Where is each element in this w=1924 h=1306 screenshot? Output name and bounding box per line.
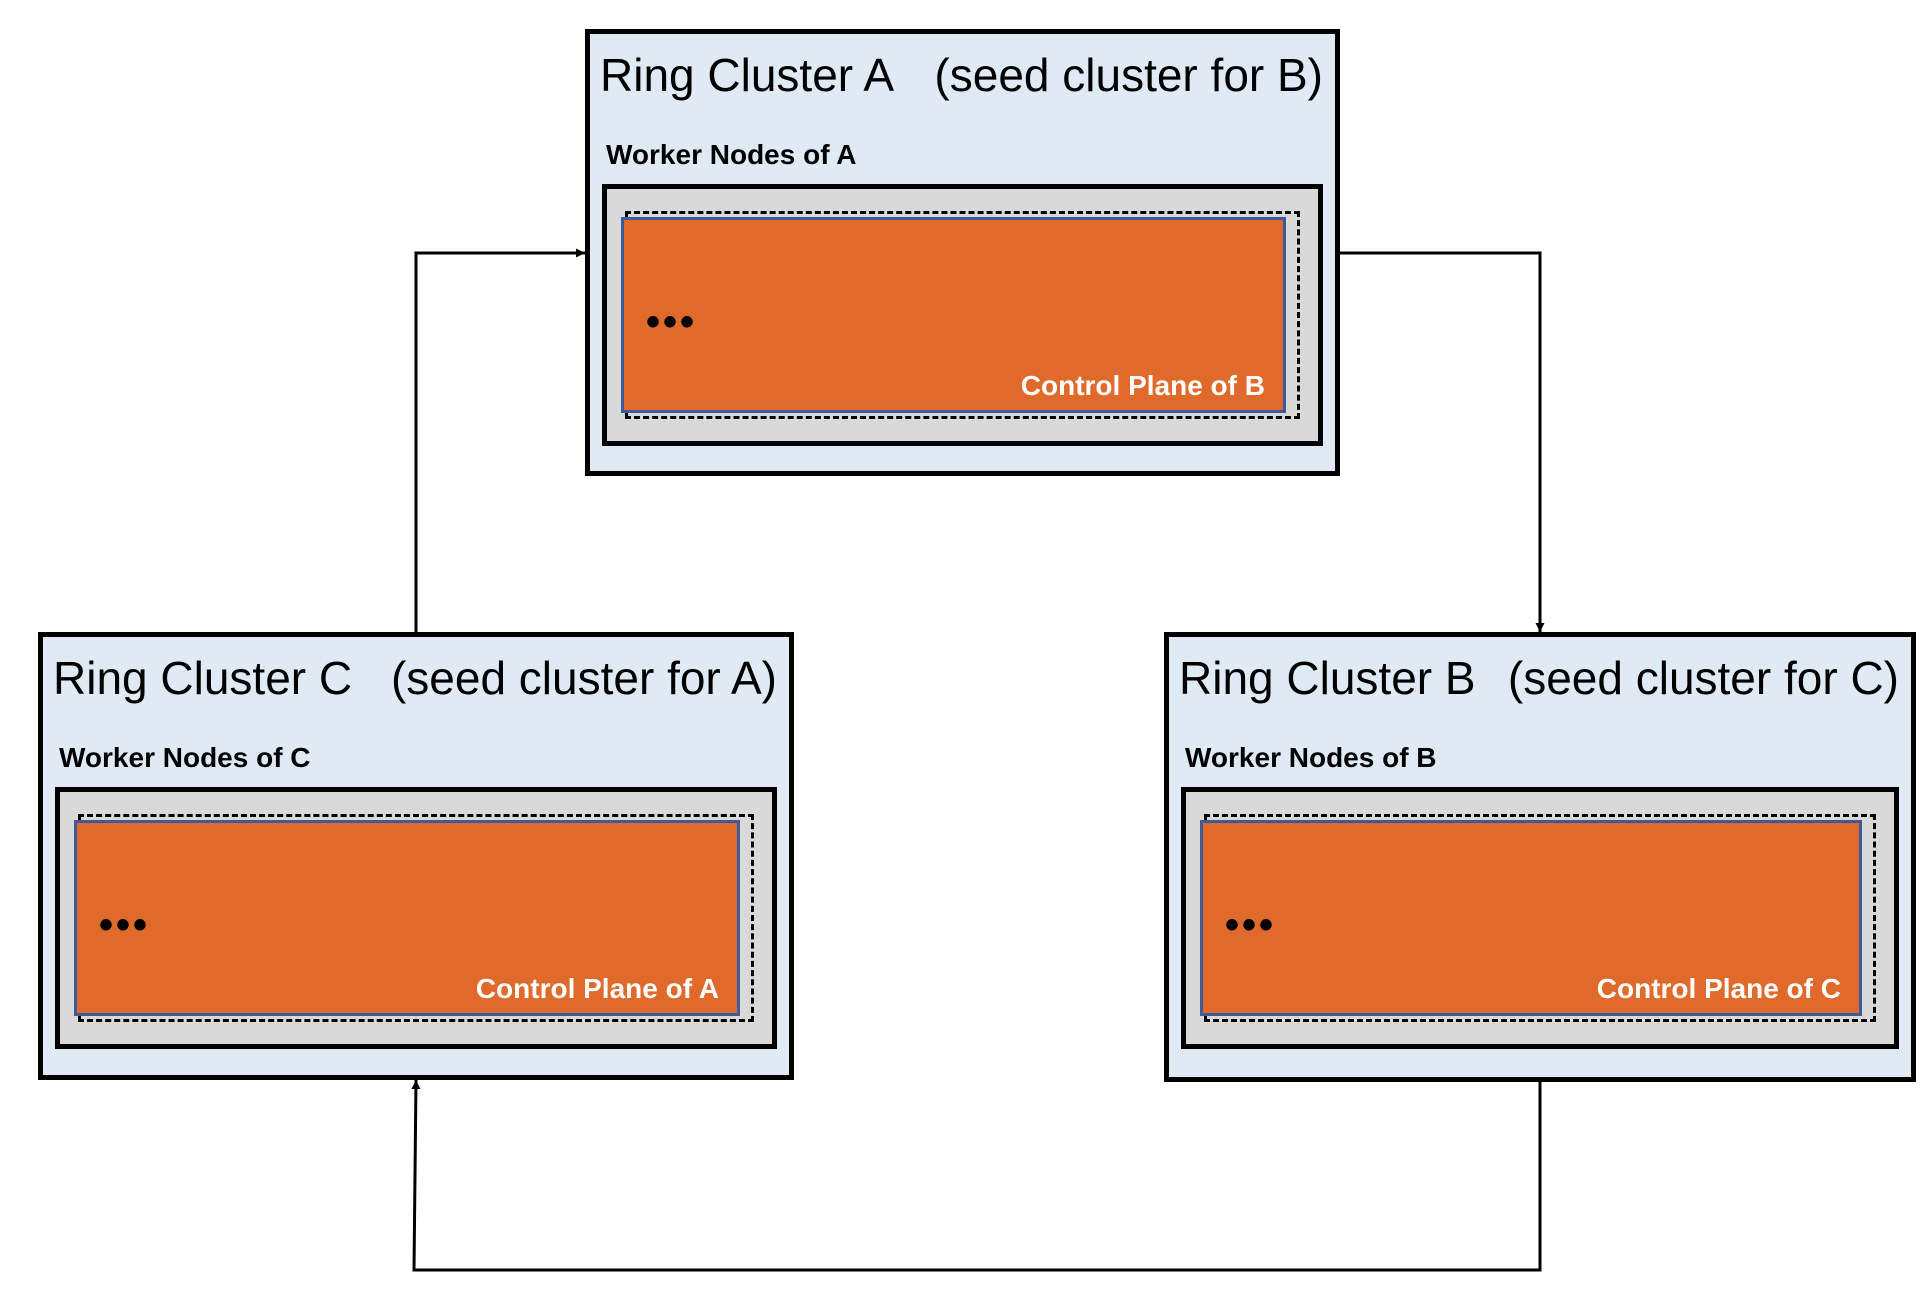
arrow-a-to-b <box>1340 251 1545 632</box>
cluster-title: Ring Cluster C <box>53 652 353 704</box>
hosted-control-plane: ••• Control Plane of C <box>1200 820 1862 1016</box>
cluster-title: Ring Cluster B <box>1179 652 1476 704</box>
arrow-b-to-c <box>411 1079 1542 1272</box>
arrow-c-to-a <box>414 248 585 632</box>
worker-nodes-box: ••• Control Plane of A <box>55 787 777 1049</box>
control-plane-label: Control Plane of A <box>475 973 719 1004</box>
seed-cluster-note: (seed cluster for B) <box>934 49 1323 101</box>
ring-cluster-a: Ring Cluster A (seed cluster for B) Work… <box>585 29 1340 476</box>
more-nodes-ellipsis: ••• <box>99 903 151 947</box>
hosted-control-plane: ••• Control Plane of A <box>74 820 740 1016</box>
more-nodes-ellipsis: ••• <box>1225 903 1277 947</box>
seed-cluster-note: (seed cluster for A) <box>390 652 777 704</box>
seed-cluster-note: (seed cluster for C) <box>1507 652 1899 704</box>
worker-nodes-box: ••• Control Plane of C <box>1181 787 1899 1049</box>
worker-nodes-label: Worker Nodes of B <box>1185 742 1437 773</box>
hosted-control-plane: ••• Control Plane of B <box>621 217 1286 413</box>
control-plane-label: Control Plane of B <box>1020 370 1265 401</box>
ring-cluster-c: Ring Cluster C (seed cluster for A) Work… <box>38 632 794 1080</box>
cluster-title: Ring Cluster A <box>600 49 895 101</box>
worker-nodes-label: Worker Nodes of C <box>59 742 311 773</box>
worker-nodes-label: Worker Nodes of A <box>606 139 857 170</box>
ring-cluster-b: Ring Cluster B (seed cluster for C) Work… <box>1164 632 1916 1082</box>
more-nodes-ellipsis: ••• <box>646 300 698 344</box>
control-plane-label: Control Plane of C <box>1596 973 1841 1004</box>
worker-nodes-box: ••• Control Plane of B <box>602 184 1323 446</box>
